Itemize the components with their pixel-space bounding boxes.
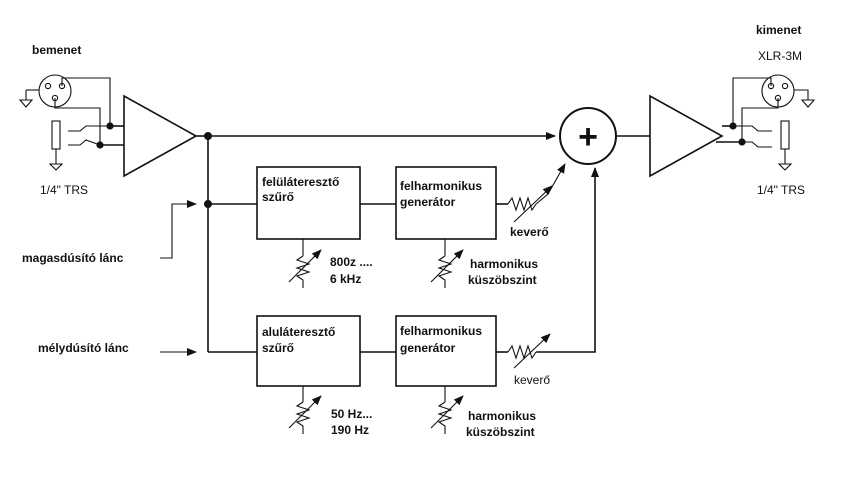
summing-node-symbol: + (578, 118, 598, 156)
high-threshold-potentiometer-icon (430, 249, 464, 288)
highpass-filter-box: felüláteresztő szűrő (256, 166, 361, 240)
summing-node: + (559, 107, 617, 165)
high-mixer-potentiometer-icon (507, 185, 553, 223)
low-threshold-potentiometer-icon (430, 395, 464, 434)
input-trs-jack-icon (48, 120, 110, 171)
low-freq-range-1: 50 Hz... (331, 407, 372, 421)
high-threshold-label-2: küszöbszint (468, 273, 537, 287)
lowpass-filter-box: aluláteresztő szűrő (256, 315, 361, 387)
high-generator-box: felharmonikus generátor (395, 166, 497, 240)
high-threshold-label-1: harmonikus (470, 257, 538, 271)
output-amplifier-icon (649, 94, 724, 178)
high-freq-range-2: 6 kHz (330, 272, 361, 286)
lowpass-filter-label-1: aluláteresztő (262, 325, 335, 339)
high-chain-side-label: magasdúsító lánc (22, 251, 124, 265)
highpass-filter-label-1: felüláteresztő (262, 175, 339, 189)
output-xlr-label: XLR-3M (758, 49, 802, 63)
input-connector-label: 1/4" TRS (40, 183, 88, 197)
low-frequency-potentiometer-icon (288, 395, 322, 434)
low-threshold-label-1: harmonikus (468, 409, 536, 423)
output-xlr-connector-icon (761, 74, 816, 108)
low-mixer-label: keverő (514, 373, 550, 387)
highpass-filter-label-2: szűrő (262, 190, 294, 204)
high-mixer-label: keverő (510, 225, 549, 239)
low-mixer-potentiometer-icon (507, 333, 551, 369)
high-generator-label-1: felharmonikus (400, 179, 482, 193)
high-freq-range-1: 800z .... (330, 255, 373, 269)
output-connector-label: 1/4" TRS (757, 183, 805, 197)
output-trs-jack-icon (733, 120, 793, 171)
low-freq-range-2: 190 Hz (331, 423, 369, 437)
low-generator-label-2: generátor (400, 341, 456, 355)
input-xlr-connector-icon (18, 74, 72, 108)
low-threshold-label-2: küszöbszint (466, 425, 535, 439)
low-generator-label-1: felharmonikus (400, 324, 482, 338)
high-frequency-potentiometer-icon (288, 249, 322, 288)
output-title: kimenet (756, 23, 801, 37)
high-generator-label-2: generátor (400, 195, 456, 209)
low-generator-box: felharmonikus generátor (395, 315, 497, 387)
input-title: bemenet (32, 43, 81, 57)
low-chain-side-label: mélydúsító lánc (38, 341, 129, 355)
input-amplifier-icon (123, 94, 198, 178)
lowpass-filter-label-2: szűrő (262, 341, 294, 355)
